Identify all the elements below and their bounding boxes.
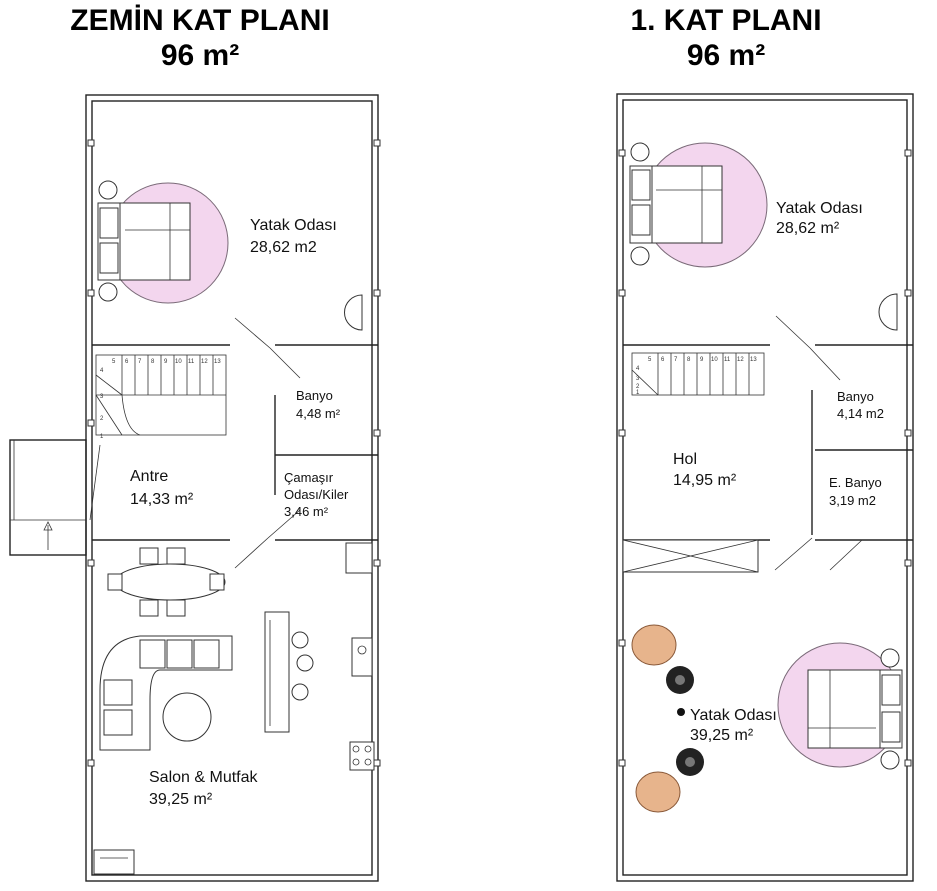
first-floor-plan — [616, 93, 914, 882]
ground-room-laundry-area: 3,46 m² — [284, 504, 329, 519]
stair-number: 13 — [750, 357, 757, 363]
first-hall-door — [774, 537, 813, 571]
stair-number: 4 — [636, 366, 640, 372]
first-room-labels: Yatak Odası 28,62 m² Banyo 4,14 m2 Hol 1… — [673, 200, 884, 744]
ground-nightstand-lamp-2 — [98, 282, 118, 302]
ground-room-laundry-name2: Odası/Kiler — [284, 487, 349, 502]
stair-number: 13 — [214, 359, 221, 365]
first-bath-door — [809, 347, 841, 381]
ground-porch — [9, 439, 87, 556]
first-staircase — [631, 352, 765, 396]
stair-number: 3 — [100, 394, 104, 400]
stair-number: 1 — [636, 390, 640, 396]
stair-number: 10 — [711, 357, 718, 363]
first-room-ebath-area: 3,19 m2 — [829, 493, 876, 508]
first-wall-posts — [618, 149, 912, 767]
first-bedroom-door — [775, 315, 811, 349]
ground-floor-plan — [9, 94, 381, 882]
ground-room-entry-area: 14,33 m² — [130, 491, 194, 508]
ground-room-entry-name: Antre — [130, 468, 168, 485]
stair-number: 6 — [661, 357, 665, 363]
first-inner-wall — [622, 99, 908, 876]
stair-number: 6 — [125, 359, 129, 365]
first-ebath-door — [829, 539, 863, 571]
ground-room-living-area: 39,25 m² — [149, 791, 213, 808]
first-room-hall-name: Hol — [673, 451, 697, 468]
first-floor-title-text: 1. KAT PLANI — [630, 4, 822, 37]
first-bath-sink — [878, 293, 898, 331]
first-nightstand-lamp-2 — [630, 246, 650, 266]
ground-room-bath-area: 4,48 m² — [296, 406, 341, 421]
ground-floor-title-text: ZEMİN KAT PLANI — [70, 4, 330, 37]
stair-number: 7 — [138, 359, 142, 365]
ground-inner-wall — [91, 100, 373, 876]
ground-room-living-name: Salon & Mutfak — [149, 769, 259, 786]
first-large-nightstand-1 — [880, 648, 900, 668]
ground-bed — [119, 202, 191, 281]
stair-number: 3 — [636, 376, 640, 382]
first-large-nightstand-2 — [880, 750, 900, 770]
stair-number: 2 — [636, 384, 640, 390]
stair-number: 5 — [112, 359, 116, 365]
stair-number: 11 — [188, 359, 195, 365]
ground-laundry-door — [234, 537, 269, 569]
stair-number: 5 — [648, 357, 652, 363]
ground-floor-title: ZEMİN KAT PLANI 96 m² — [40, 4, 360, 73]
ground-coffee-table — [162, 692, 212, 742]
ground-kitchen-sink — [351, 637, 373, 677]
ground-sofa — [99, 635, 233, 751]
stair-number: 8 — [687, 357, 691, 363]
ground-kitchen-island — [264, 611, 314, 733]
ground-room-bedroom-name: Yatak Odası — [250, 217, 337, 234]
stair-number: 12 — [201, 359, 208, 365]
stair-number: 10 — [175, 359, 182, 365]
first-bed — [651, 165, 723, 244]
ground-room-labels: Yatak Odası 28,62 m2 Banyo 4,48 m² Antre… — [130, 217, 349, 808]
first-nightstand-lamp-1 — [630, 142, 650, 162]
ground-dining-set — [107, 547, 226, 617]
first-room-bath-area: 4,14 m2 — [837, 406, 884, 421]
ground-room-laundry-name: Çamaşır — [284, 470, 334, 485]
first-stair-numbers: 5 6 7 8 9 10 11 12 13 4 3 2 1 — [636, 357, 757, 396]
first-room-large-bedroom-area: 39,25 m² — [690, 727, 754, 744]
first-room-ebath-name: E. Banyo — [829, 475, 882, 490]
first-large-bed — [807, 669, 881, 749]
first-room-bedroom-area: 28,62 m² — [776, 220, 840, 237]
ground-stair-numbers: 5 6 7 8 9 10 11 12 13 4 3 2 1 — [100, 359, 221, 440]
ground-cooktop — [349, 741, 375, 771]
stair-number: 8 — [151, 359, 155, 365]
ground-entry-door — [89, 444, 101, 521]
ground-fireplace — [93, 849, 135, 875]
first-room-hall-area: 14,95 m² — [673, 472, 737, 489]
first-room-bedroom-name: Yatak Odası — [776, 200, 863, 217]
stair-number: 12 — [737, 357, 744, 363]
stair-number: 9 — [164, 359, 168, 365]
stair-number: 1 — [100, 434, 104, 440]
first-armchairs — [631, 624, 704, 813]
ground-room-bedroom-area: 28,62 m2 — [250, 239, 317, 256]
ground-floor-area: 96 m² — [160, 38, 240, 72]
ground-room-bath-name: Banyo — [296, 388, 333, 403]
ground-laundry-door-2 — [267, 509, 301, 539]
ground-bath-door — [269, 347, 301, 379]
ground-bath-sink — [344, 294, 363, 331]
ground-nightstand-lamp-1 — [98, 180, 118, 200]
ground-bedroom-door — [234, 317, 271, 349]
first-floor-title: 1. KAT PLANI 96 m² — [566, 4, 886, 73]
ground-fridge — [345, 542, 373, 574]
stair-number: 4 — [100, 368, 104, 374]
ground-staircase — [95, 354, 227, 436]
stair-number: 9 — [700, 357, 704, 363]
stair-number: 7 — [674, 357, 678, 363]
stair-number: 2 — [100, 416, 104, 422]
first-floor-area: 96 m² — [686, 38, 766, 72]
stair-number: 11 — [724, 357, 731, 363]
first-outer-wall — [616, 93, 914, 882]
first-room-large-bedroom-name: Yatak Odası — [690, 707, 777, 724]
first-room-bath-name: Banyo — [837, 389, 874, 404]
ground-wall-posts — [87, 139, 381, 767]
